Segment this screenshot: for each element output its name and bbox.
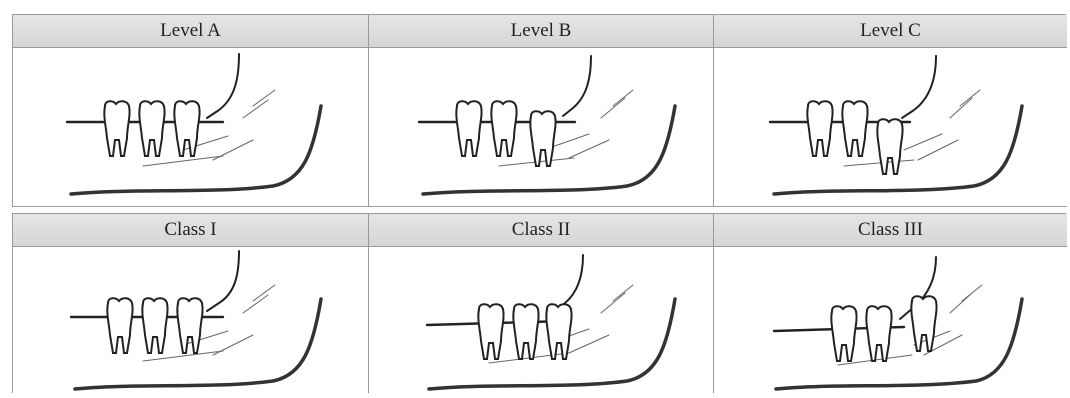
panel-title: Level A — [13, 15, 368, 48]
level-row: Level A Level B — [12, 14, 1066, 207]
panel-class-iii: Class III — [714, 214, 1067, 393]
jaw-illustration — [369, 247, 713, 393]
panel-title: Class II — [369, 214, 713, 247]
class-row: Class I Class II — [12, 213, 1066, 393]
panel-title: Level B — [369, 15, 713, 48]
jaw-illustration — [714, 247, 1067, 393]
panel-class-ii: Class II — [369, 214, 714, 393]
jaw-illustration — [369, 48, 713, 207]
classification-grid: Level A Level B — [12, 14, 1066, 393]
panel-title: Level C — [714, 15, 1067, 48]
panel-level-a: Level A — [13, 15, 369, 207]
panel-level-b: Level B — [369, 15, 714, 207]
panel-class-i: Class I — [13, 214, 369, 393]
panel-level-c: Level C — [714, 15, 1067, 207]
jaw-illustration — [13, 247, 368, 393]
panel-title: Class III — [714, 214, 1067, 247]
panel-title: Class I — [13, 214, 368, 247]
jaw-illustration — [13, 48, 368, 207]
jaw-illustration — [714, 48, 1067, 207]
